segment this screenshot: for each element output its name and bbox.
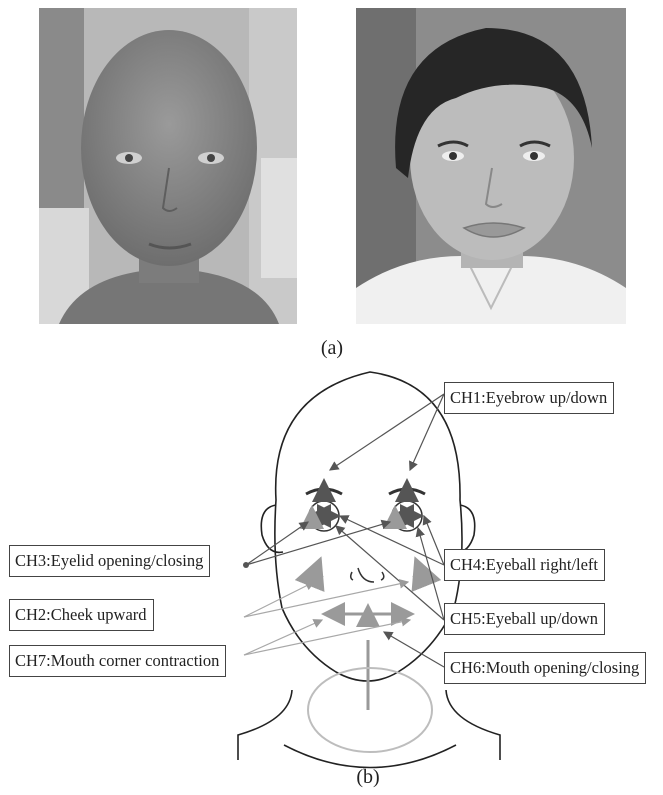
- label-ch3: CH3:Eyelid opening/closing: [9, 545, 210, 577]
- label-ch7: CH7:Mouth corner contraction: [9, 645, 226, 677]
- label-ch6: CH6:Mouth opening/closing: [444, 652, 646, 684]
- label-ch5: CH5:Eyeball up/down: [444, 603, 605, 635]
- caption-b: (b): [338, 766, 398, 789]
- label-ch2: CH2:Cheek upward: [9, 599, 154, 631]
- label-ch1: CH1:Eyebrow up/down: [444, 382, 614, 414]
- label-ch4: CH4:Eyeball right/left: [444, 549, 605, 581]
- nose: [358, 568, 374, 582]
- cheek-actuators: [318, 560, 417, 578]
- leader-lines: [246, 394, 444, 667]
- eyebrow-actuators: [324, 481, 407, 497]
